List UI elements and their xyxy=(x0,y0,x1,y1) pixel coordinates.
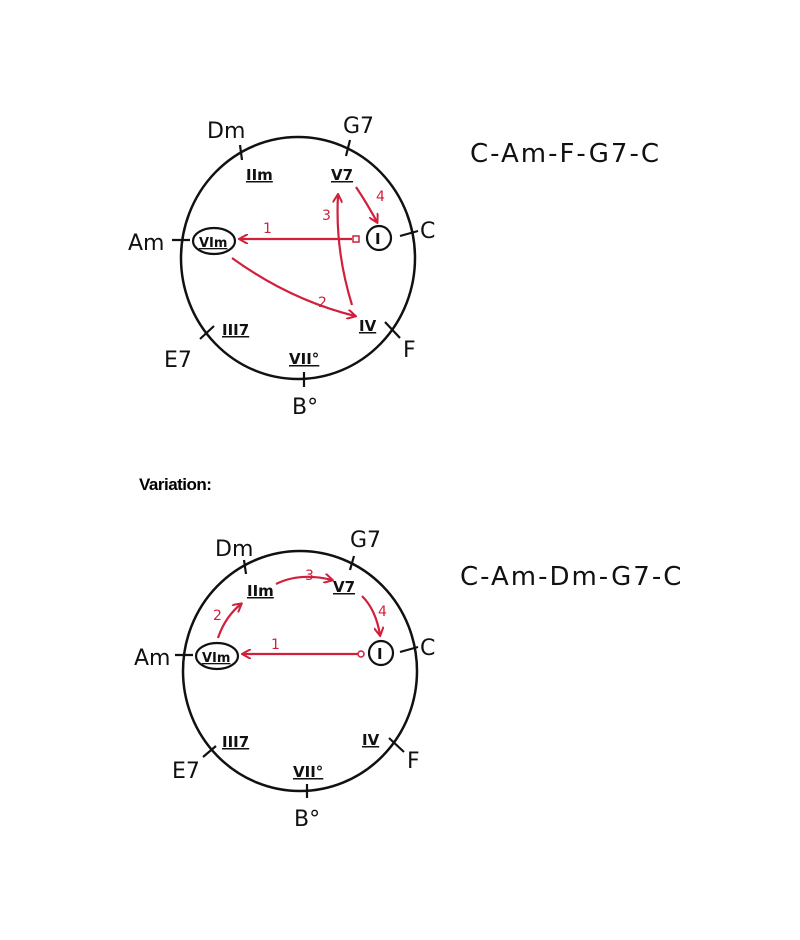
roman-iii7: III7 xyxy=(222,321,249,339)
circle-of-fifths-ring xyxy=(181,549,419,793)
step-label-4: 4 xyxy=(378,604,387,620)
step-label-3: 3 xyxy=(322,208,331,224)
arrow-step-2 xyxy=(231,257,355,316)
bottom-circle-diagram: Dm G7 Am C E7 F B° IIm V7 VIm I III7 IV … xyxy=(134,528,435,832)
chord-am: Am xyxy=(128,231,164,256)
chord-c: C xyxy=(420,636,435,661)
tonic-circle xyxy=(365,224,393,252)
tonic-relative-oval xyxy=(191,226,237,256)
arrow-origin-marker xyxy=(357,650,365,658)
step-label-2: 2 xyxy=(318,295,327,311)
roman-iim: IIm xyxy=(246,166,273,184)
roman-v7: V7 xyxy=(333,578,355,596)
chord-bdim: B° xyxy=(292,395,318,420)
tick-c xyxy=(399,229,419,238)
roman-viio: VII° xyxy=(293,763,323,781)
top-circle-diagram: Dm G7 Am C E7 F B° IIm V7 VIm I III7 IV … xyxy=(128,114,435,420)
tick-e7 xyxy=(199,325,215,340)
chord-g7: G7 xyxy=(350,528,381,553)
roman-iim: IIm xyxy=(247,582,274,600)
chord-c: C xyxy=(420,219,435,244)
tick-dm xyxy=(242,559,248,575)
step-label-1: 1 xyxy=(271,637,280,653)
chord-f: F xyxy=(403,338,416,363)
progression-bottom: C-Am-Dm-G7-C xyxy=(460,562,683,592)
chord-dm: Dm xyxy=(207,119,245,144)
roman-vim: VIm xyxy=(199,236,227,251)
chord-am: Am xyxy=(134,646,170,671)
roman-iv: IV xyxy=(359,317,377,335)
tonic-circle xyxy=(367,639,395,667)
roman-iii7: III7 xyxy=(222,733,249,751)
variation-heading: Variation: xyxy=(139,475,211,494)
tonic-relative-oval xyxy=(194,641,240,671)
chord-e7: E7 xyxy=(172,759,200,784)
chord-f: F xyxy=(407,749,420,774)
tick-g7 xyxy=(344,139,352,157)
tick-f xyxy=(384,321,401,339)
chord-g7: G7 xyxy=(343,114,374,139)
tick-f xyxy=(388,737,405,753)
roman-vim: VIm xyxy=(202,651,230,666)
arrow-step-3 xyxy=(275,577,332,585)
arrow-origin-marker xyxy=(352,235,360,243)
tick-c xyxy=(399,645,419,654)
progression-top: C-Am-F-G7-C xyxy=(470,139,661,169)
tick-dm xyxy=(238,144,244,161)
circle-of-fifths-ring xyxy=(179,135,417,381)
roman-i: I xyxy=(375,230,381,248)
roman-v7: V7 xyxy=(331,166,353,184)
step-label-1: 1 xyxy=(263,221,272,237)
tick-g7 xyxy=(348,555,356,571)
step-label-4: 4 xyxy=(376,189,385,205)
chord-dm: Dm xyxy=(215,537,253,562)
tick-e7 xyxy=(202,745,217,758)
step-label-3: 3 xyxy=(305,568,314,584)
arrow-step-3 xyxy=(338,195,354,306)
roman-iv: IV xyxy=(362,731,380,749)
arrow-step-4 xyxy=(355,186,377,222)
arrow-step-4 xyxy=(361,595,380,635)
roman-viio: VII° xyxy=(289,350,319,368)
roman-i: I xyxy=(377,645,383,663)
chord-e7: E7 xyxy=(164,348,192,373)
arrow-step-2 xyxy=(216,604,241,639)
chord-bdim: B° xyxy=(294,807,320,832)
step-label-2: 2 xyxy=(213,608,222,624)
